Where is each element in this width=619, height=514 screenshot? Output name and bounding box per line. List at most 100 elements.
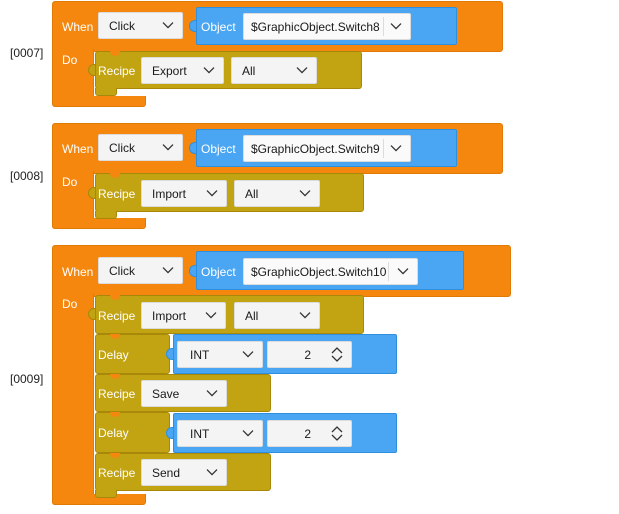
rule-id: [0009] — [10, 372, 44, 386]
delay-label: Delay — [98, 348, 129, 362]
object-block[interactable]: Object $GraphicObject.Switch9 — [196, 129, 457, 167]
delay-unit-dropdown[interactable]: INT — [177, 420, 263, 447]
chevron-down-icon — [299, 311, 311, 319]
chevron-down-icon — [242, 350, 254, 358]
object-connector — [189, 20, 197, 32]
recipe-target-value: All — [245, 186, 259, 201]
recipe-block[interactable]: Recipe Import All — [95, 173, 364, 212]
object-label: Object — [201, 20, 236, 34]
event-type-value: Click — [109, 263, 135, 278]
recipe-action-value: Send — [152, 465, 181, 480]
recipe-action-dropdown[interactable]: Send — [141, 459, 227, 486]
recipe-action-dropdown[interactable]: Save — [141, 380, 227, 407]
recipe-action-value: Save — [152, 386, 180, 401]
block-notch — [110, 334, 120, 339]
event-foot — [52, 494, 146, 505]
chevron-down-icon — [397, 267, 409, 275]
object-value: $GraphicObject.Switch10 — [251, 264, 387, 279]
chevron-down-icon — [296, 66, 308, 74]
delay-block[interactable]: Delay — [95, 334, 170, 374]
do-label: Do — [62, 53, 78, 67]
recipe-block[interactable]: Recipe Save — [95, 374, 271, 412]
recipe-action-value: Export — [152, 63, 187, 78]
recipe-action-dropdown[interactable]: Import — [141, 180, 227, 207]
object-dropdown[interactable]: $GraphicObject.Switch9 — [243, 135, 411, 162]
chevron-down-icon — [206, 389, 218, 397]
recipe-action-value: Import — [152, 186, 187, 201]
block-notch — [110, 453, 120, 458]
chevron-down-icon — [203, 66, 215, 74]
when-label: When — [62, 142, 94, 156]
object-value: $GraphicObject.Switch9 — [251, 141, 380, 156]
chevron-down-icon[interactable] — [331, 355, 343, 363]
chevron-down-icon — [206, 468, 218, 476]
chevron-down-icon — [390, 22, 402, 30]
recipe-action-value: Import — [152, 308, 187, 323]
delay-block[interactable]: Delay — [95, 412, 170, 453]
recipe-target-value: All — [242, 63, 256, 78]
object-label: Object — [201, 142, 236, 156]
event-type-dropdown[interactable]: Click — [98, 12, 183, 39]
recipe-target-value: All — [245, 308, 259, 323]
recipe-connector — [88, 308, 96, 320]
object-block[interactable]: Object $GraphicObject.Switch8 — [196, 7, 457, 45]
event-foot — [52, 218, 146, 229]
event-type-dropdown[interactable]: Click — [98, 257, 183, 284]
block-notch — [110, 374, 120, 379]
when-label: When — [62, 20, 94, 34]
chevron-down-icon — [242, 429, 254, 437]
event-body: Do — [52, 294, 94, 505]
recipe-label: Recipe — [98, 187, 136, 201]
object-value: $GraphicObject.Switch8 — [251, 19, 380, 34]
recipe-block[interactable]: Recipe Export All — [95, 51, 362, 89]
delay-unit-value: INT — [190, 426, 210, 441]
delay-amount-stepper[interactable]: 2 — [267, 341, 352, 368]
delay-label: Delay — [98, 426, 129, 440]
object-label: Object — [201, 265, 236, 279]
when-label: When — [62, 265, 94, 279]
recipe-target-dropdown[interactable]: All — [234, 302, 320, 329]
delay-unit-value: INT — [190, 347, 210, 362]
delay-amount-stepper[interactable]: 2 — [267, 420, 352, 447]
object-dropdown[interactable]: $GraphicObject.Switch10 — [243, 258, 418, 285]
chevron-down-icon — [390, 144, 402, 152]
object-block[interactable]: Object $GraphicObject.Switch10 — [196, 251, 464, 290]
recipe-foot — [95, 88, 117, 96]
object-connector — [189, 142, 197, 154]
recipe-label: Recipe — [98, 466, 136, 480]
event-type-dropdown[interactable]: Click — [98, 134, 183, 161]
event-type-value: Click — [109, 18, 135, 33]
recipe-target-dropdown[interactable]: All — [231, 57, 317, 84]
rule-id: [0007] — [10, 46, 44, 60]
chevron-down-icon — [299, 189, 311, 197]
divider — [388, 262, 389, 281]
recipe-connector — [88, 187, 96, 199]
divider — [383, 139, 384, 158]
block-notch — [110, 295, 120, 300]
divider — [383, 17, 384, 36]
recipe-block[interactable]: Recipe Import All — [95, 295, 364, 334]
block-notch — [110, 173, 120, 178]
rule-id: [0008] — [10, 169, 44, 183]
delay-unit-dropdown[interactable]: INT — [177, 341, 263, 368]
recipe-label: Recipe — [98, 309, 136, 323]
delay-value-connector — [166, 427, 174, 439]
object-dropdown[interactable]: $GraphicObject.Switch8 — [243, 13, 411, 40]
object-connector — [189, 265, 197, 277]
chevron-up-icon[interactable] — [331, 425, 343, 433]
do-label: Do — [62, 175, 78, 189]
chevron-up-icon[interactable] — [331, 346, 343, 354]
recipe-label: Recipe — [98, 387, 136, 401]
do-label: Do — [62, 297, 78, 311]
recipe-target-dropdown[interactable]: All — [234, 180, 320, 207]
recipe-block[interactable]: Recipe Send — [95, 453, 271, 491]
delay-value-block[interactable]: INT 2 — [173, 413, 397, 453]
recipe-action-dropdown[interactable]: Import — [141, 302, 226, 329]
recipe-foot — [95, 211, 117, 219]
delay-value-block[interactable]: INT 2 — [173, 334, 397, 374]
recipe-action-dropdown[interactable]: Export — [141, 57, 224, 84]
chevron-down-icon[interactable] — [331, 434, 343, 442]
chevron-down-icon — [206, 189, 218, 197]
delay-value-connector — [166, 348, 174, 360]
event-foot — [52, 96, 146, 107]
